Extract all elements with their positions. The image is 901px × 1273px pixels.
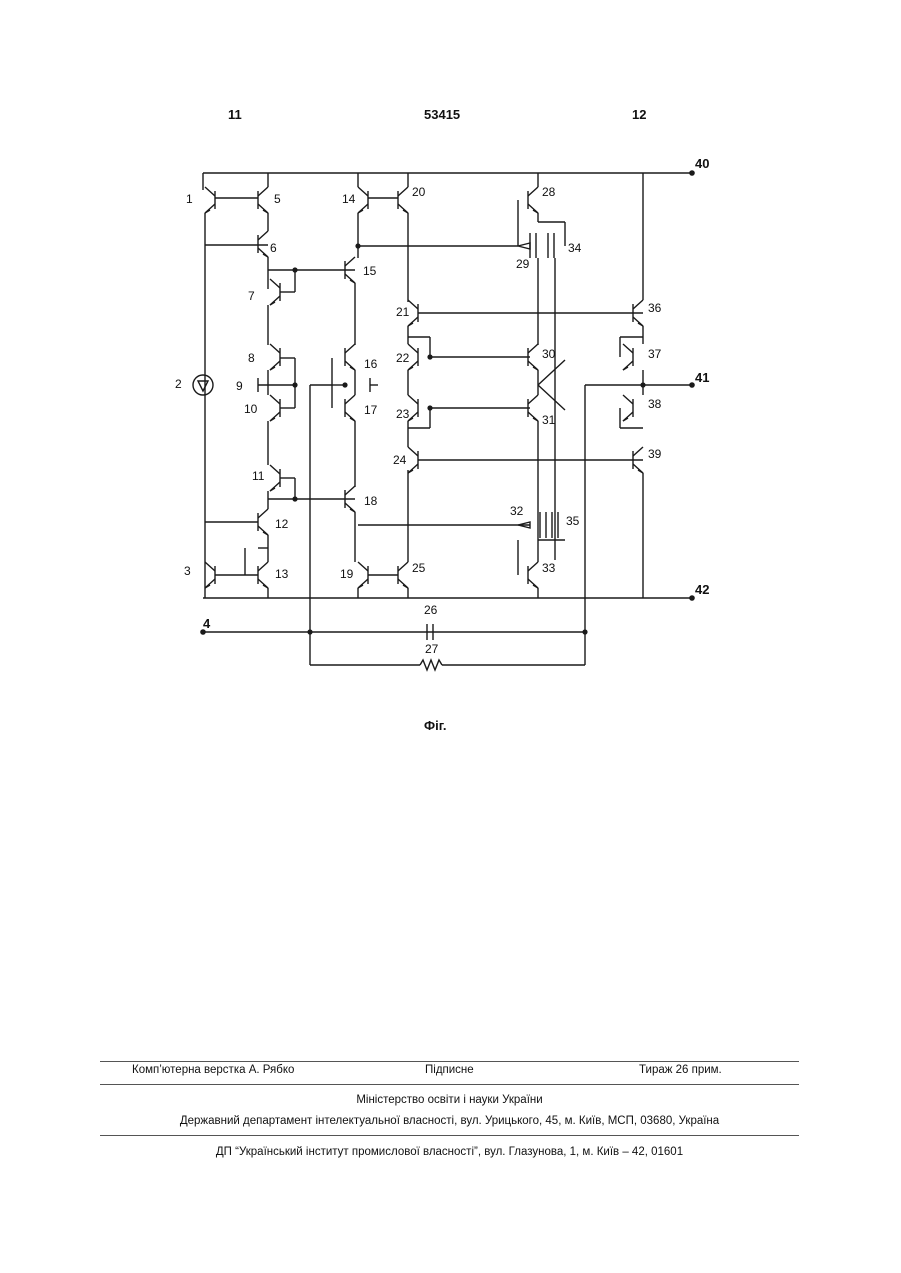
transistor-24 [408,447,418,473]
transistor-5 [258,187,268,213]
junction-dot [342,382,347,387]
component-label-20: 20 [412,185,426,199]
component-label-24: 24 [393,453,407,467]
transistor-14 [358,187,368,213]
mosfet-29-34 [518,233,554,258]
component-label-31: 31 [542,413,556,427]
component-label-17: 17 [364,403,378,417]
component-labels: 1234567891011121314151617181920212223242… [175,156,709,656]
component-label-21: 21 [396,305,410,319]
footer-department: Державний департамент інтелектуальної вл… [100,1115,799,1127]
transistor-37 [623,344,633,370]
wire [538,360,565,385]
junction-dot [292,496,297,501]
transistor-19 [358,562,368,588]
transistor-33 [528,562,538,588]
footer-publisher: ДП “Український інститут промислової вла… [100,1146,799,1158]
component-label-29: 29 [516,257,530,271]
component-label-39: 39 [648,447,662,461]
component-label-23: 23 [396,407,410,421]
transistor-17 [345,395,355,421]
component-label-2: 2 [175,377,182,391]
component-label-14: 14 [342,192,356,206]
wire [538,385,565,410]
junction-dot [427,354,432,359]
component-label-3: 3 [184,564,191,578]
component-label-4: 4 [203,616,211,631]
component-label-26: 26 [424,603,438,617]
footer-layout-credit: Комп’ютерна верстка А. Рябко [132,1064,294,1076]
junction-dot [427,405,432,410]
transistor-7 [270,279,280,305]
transistor-3 [205,562,215,588]
component-label-41: 41 [695,370,709,385]
component-label-15: 15 [363,264,377,278]
transistor-8 [270,344,280,370]
component-label-32: 32 [510,504,524,518]
circuit-schematic: 1234567891011121314151617181920212223242… [0,0,901,760]
component-label-12: 12 [275,517,289,531]
footer-rule-middle [100,1084,799,1085]
transistor-10 [270,395,280,421]
transistor-38 [623,395,633,421]
footer-circulation: Тираж 26 прим. [639,1064,722,1076]
component-label-36: 36 [648,301,662,315]
transistor-13 [258,562,268,588]
footer-rule-bottom [100,1135,799,1136]
junction-dot [582,629,587,634]
transistor-11 [270,465,280,491]
component-label-30: 30 [542,347,556,361]
figure-caption: Фіг. [424,718,446,733]
component-label-1: 1 [186,192,193,206]
component-label-19: 19 [340,567,354,581]
transistor-12 [258,509,268,535]
component-label-22: 22 [396,351,410,365]
component-label-42: 42 [695,582,709,597]
transistor-22 [408,344,418,370]
component-label-5: 5 [274,192,281,206]
transistor-25 [398,562,408,588]
component-label-28: 28 [542,185,556,199]
component-label-35: 35 [566,514,580,528]
transistor-23 [408,395,418,421]
footer-ministry: Міністерство освіти і науки України [100,1094,799,1106]
junction-dot [307,629,312,634]
terminal-dot [689,595,695,601]
component-label-37: 37 [648,347,662,361]
terminal-dot [689,170,695,176]
component-label-16: 16 [364,357,378,371]
component-label-18: 18 [364,494,378,508]
component-label-34: 34 [568,241,582,255]
footer-rule-top [100,1061,799,1062]
component-label-27: 27 [425,642,439,656]
component-label-7: 7 [248,289,255,303]
terminal-dot [689,382,695,388]
footer-signed: Підписне [425,1064,474,1076]
resistor-27 [420,660,442,670]
transistor-28 [528,187,538,213]
component-label-8: 8 [248,351,255,365]
component-label-38: 38 [648,397,662,411]
transistor-16 [345,344,355,370]
transistor-1 [205,187,215,213]
component-label-6: 6 [270,241,277,255]
component-label-13: 13 [275,567,289,581]
component-label-9: 9 [236,379,243,393]
transistor-21 [408,300,418,326]
component-label-33: 33 [542,561,556,575]
junction-dot [355,243,360,248]
transistor-6 [258,231,268,257]
current-source-2 [193,375,213,395]
component-label-40: 40 [695,156,709,171]
component-label-11: 11 [252,469,265,483]
component-label-25: 25 [412,561,426,575]
component-label-10: 10 [244,402,258,416]
transistor-20 [398,187,408,213]
